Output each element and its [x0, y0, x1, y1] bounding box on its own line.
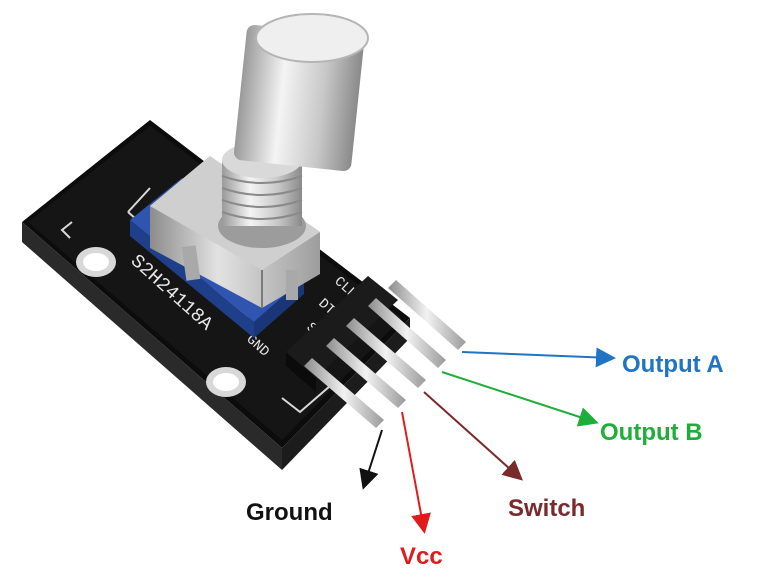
mounting-hole-left	[76, 247, 116, 277]
switch-label: Switch	[508, 495, 585, 522]
pin-vcc	[326, 338, 406, 408]
encoder-bushing	[218, 142, 306, 248]
encoder-shaft	[234, 13, 369, 172]
output-b-label: Output B	[600, 419, 703, 446]
pin-clk	[388, 280, 466, 350]
vcc-arrow	[401, 411, 431, 534]
pin-gnd	[304, 358, 384, 428]
pin-sw	[346, 318, 426, 388]
mounting-hole-right	[206, 367, 246, 397]
vcc-label: Vcc	[400, 543, 443, 570]
pin-header	[286, 276, 398, 392]
output-a-label: Output A	[622, 351, 724, 378]
switch-arrow	[423, 391, 523, 481]
pin-dt	[368, 298, 446, 368]
output-b-arrow	[441, 371, 599, 427]
ground-arrow	[359, 429, 383, 490]
output-a-arrow	[461, 347, 616, 368]
ground-label: Ground	[246, 499, 333, 526]
